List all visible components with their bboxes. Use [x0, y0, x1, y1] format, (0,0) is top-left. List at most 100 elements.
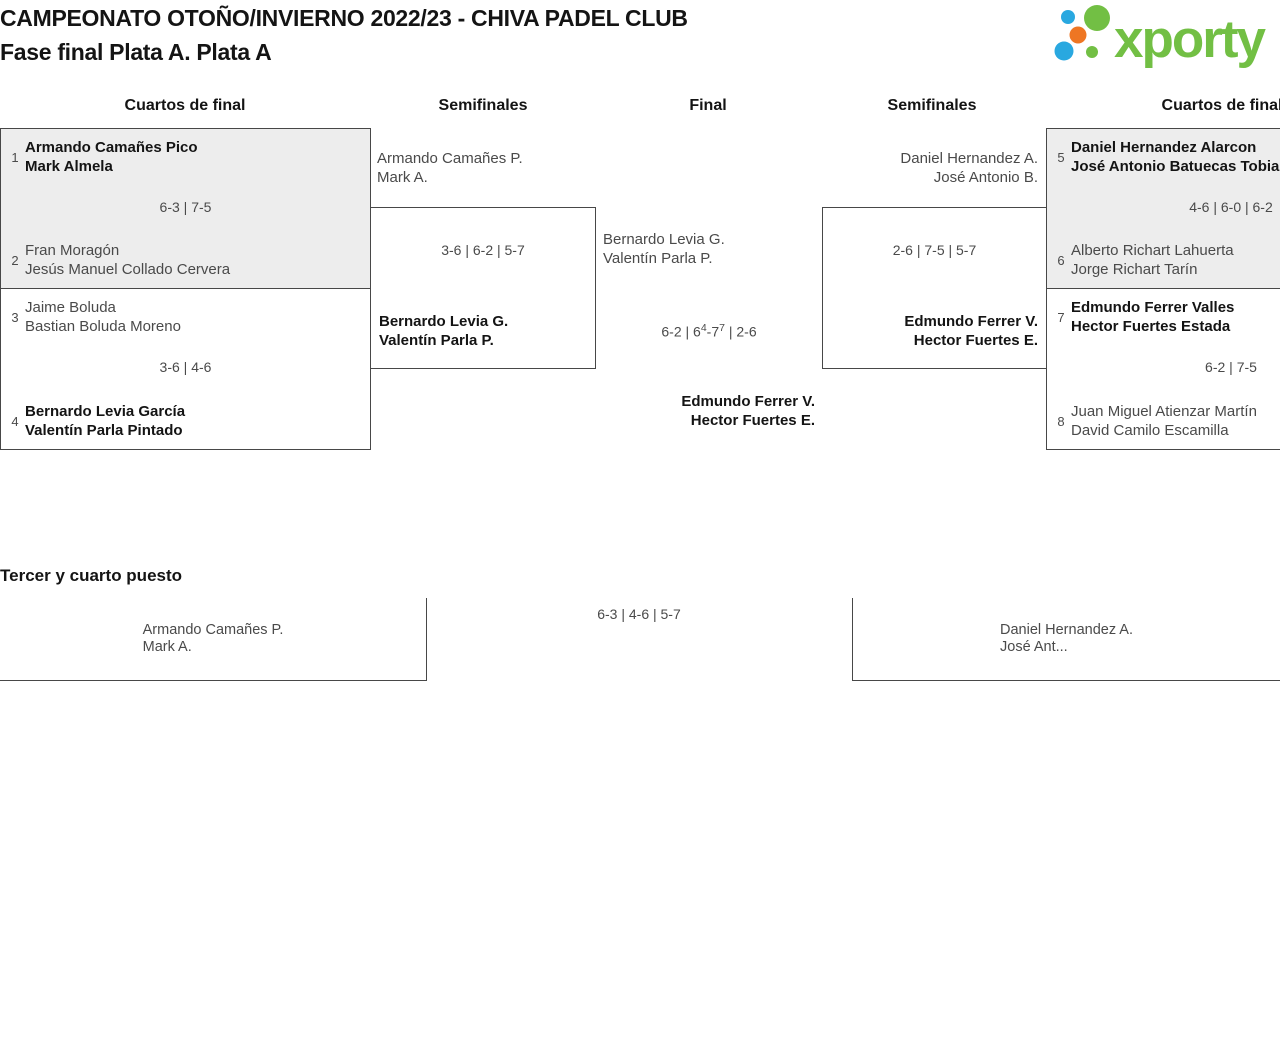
team-names: Fran Moragón Jesús Manuel Collado Cerver… — [25, 241, 230, 279]
team-entry: 5 Daniel Hernandez Alarcon José Antonio … — [1047, 138, 1279, 176]
seed-number: 5 — [1057, 149, 1065, 165]
player-name: Valentín Parla Pintado — [25, 422, 183, 439]
seed-number: 1 — [11, 149, 19, 165]
match-score: 4-6 | 6-0 | 6-2 — [1189, 199, 1273, 215]
match-score: 6-2 | 7-5 — [1205, 359, 1257, 375]
player-name: Armando Camañes Pico — [25, 139, 198, 156]
third-place-score: 6-3 | 4-6 | 5-7 — [597, 606, 681, 622]
round-header-final: Final — [689, 97, 727, 114]
match-box-semifinal-left: 3-6 | 6-2 | 5-7 Bernardo Levia G. Valent… — [370, 207, 596, 369]
logo-wordmark: xporty — [1114, 10, 1267, 69]
player-name: Daniel Hernandez Alarcon — [1071, 139, 1257, 156]
team-entry: 2 Fran Moragón Jesús Manuel Collado Cerv… — [1, 241, 230, 279]
final-score-part: -7 — [706, 323, 720, 340]
round-header-quarterfinals-right: Cuartos de final — [1161, 97, 1280, 114]
player-name: Bernardo Levia García — [25, 403, 186, 420]
team-entry: 4 Bernardo Levia García Valentín Parla P… — [1, 402, 185, 440]
final-score-tiebreak: 4 — [700, 322, 707, 334]
round-header-semifinals-right: Semifinales — [887, 97, 977, 114]
player-name: Bernardo Levia G. — [603, 231, 725, 248]
seed-number: 4 — [11, 413, 19, 429]
xporty-logo[interactable]: xporty — [1044, 0, 1280, 74]
player-name: Edmundo Ferrer V. — [681, 393, 815, 410]
team-names: Alberto Richart Lahuerta Jorge Richart T… — [1071, 241, 1234, 279]
team-names: Edmundo Ferrer Valles Hector Fuertes Est… — [1071, 298, 1234, 336]
final-score: 6-2 | 64-77 | 2-6 — [595, 322, 823, 340]
team-entry: 7 Edmundo Ferrer Valles Hector Fuertes E… — [1047, 298, 1234, 336]
player-name: Hector Fuertes Estada — [1071, 318, 1231, 335]
semifinal-right-top-team: Daniel Hernandez A. José Antonio B. — [900, 149, 1038, 187]
player-name: Alberto Richart Lahuerta — [1071, 242, 1234, 259]
final-winner: Edmundo Ferrer V. Hector Fuertes E. — [681, 392, 815, 430]
final-score-part: | 2-6 — [724, 323, 757, 340]
player-name: Jesús Manuel Collado Cervera — [25, 261, 231, 278]
third-place-heading: Tercer y cuarto puesto — [0, 566, 183, 585]
logo-dot-big-green — [1084, 5, 1110, 31]
team-entry: 3 Jaime Boluda Bastian Boluda Moreno — [1, 298, 181, 336]
third-place-right-team: Daniel Hernandez A. José Ant... — [1000, 622, 1133, 657]
player-name: José Ant... — [1000, 639, 1068, 655]
player-name: Edmundo Ferrer Valles — [1071, 299, 1235, 316]
final-top-team: Bernardo Levia G. Valentín Parla P. — [603, 230, 725, 268]
team-names: Armando Camañes Pico Mark Almela — [25, 138, 198, 176]
match-box-qf4: 7 Edmundo Ferrer Valles Hector Fuertes E… — [1046, 288, 1280, 450]
seed-number: 8 — [1057, 413, 1065, 429]
third-place-right-cell: Daniel Hernandez A. José Ant... — [852, 598, 1280, 681]
team-names: Jaime Boluda Bastian Boluda Moreno — [25, 298, 181, 336]
match-box-qf1: 1 Armando Camañes Pico Mark Almela 6-3 |… — [0, 128, 371, 289]
player-name: Valentín Parla P. — [603, 250, 713, 267]
seed-number: 6 — [1057, 252, 1065, 268]
player-name: Hector Fuertes E. — [913, 332, 1038, 349]
player-name: Mark A. — [142, 639, 192, 655]
semifinal-right-winner: Edmundo Ferrer V. Hector Fuertes E. — [904, 312, 1038, 350]
final-score-part: 6-2 | 6 — [661, 323, 701, 340]
logo-dot-small-blue — [1061, 10, 1075, 24]
match-score: 2-6 | 7-5 | 5-7 — [892, 242, 977, 258]
player-name: Juan Miguel Atienzar Martín — [1071, 403, 1257, 420]
player-name: José Antonio Batuecas Tobia — [1071, 158, 1280, 175]
final-score-tiebreak: 7 — [719, 322, 725, 334]
logo-dot-small-green — [1086, 46, 1098, 58]
team-names: Bernardo Levia García Valentín Parla Pin… — [25, 402, 185, 440]
player-name: Edmundo Ferrer V. — [904, 313, 1038, 330]
round-header-semifinals-left: Semifinales — [438, 97, 528, 114]
semifinal-left-winner: Bernardo Levia G. Valentín Parla P. — [379, 312, 508, 350]
team-entry: 8 Juan Miguel Atienzar Martín David Cami… — [1047, 402, 1257, 440]
player-name: Armando Camañes P. — [142, 621, 284, 638]
team-entry: 1 Armando Camañes Pico Mark Almela — [1, 138, 198, 176]
match-box-qf3: 5 Daniel Hernandez Alarcon José Antonio … — [1046, 128, 1280, 289]
player-name: Mark Almela — [25, 158, 113, 175]
semifinal-left-top-team: Armando Camañes P. Mark A. — [377, 149, 523, 187]
match-score: 3-6 | 6-2 | 5-7 — [441, 242, 525, 258]
player-name: Mark A. — [377, 169, 428, 186]
round-header-quarterfinals-left: Cuartos de final — [124, 97, 246, 114]
player-name: Daniel Hernandez A. — [1000, 621, 1133, 638]
third-place-left-cell: Armando Camañes P. Mark A. — [0, 598, 427, 681]
player-name: Jaime Boluda — [25, 299, 116, 316]
third-place-left-team: Armando Camañes P. Mark A. — [143, 622, 284, 657]
seed-number: 2 — [11, 252, 19, 268]
logo-dot-big-blue — [1054, 41, 1074, 61]
player-name: José Antonio B. — [933, 169, 1038, 186]
match-box-semifinal-right: 2-6 | 7-5 | 5-7 Edmundo Ferrer V. Hector… — [822, 207, 1047, 369]
player-name: Bastian Boluda Moreno — [25, 318, 181, 335]
phase-subtitle: Fase final Plata A. Plata A — [0, 39, 272, 65]
player-name: David Camilo Escamilla — [1071, 422, 1229, 439]
match-score: 3-6 | 4-6 — [159, 359, 212, 375]
seed-number: 3 — [11, 309, 19, 325]
team-names: Juan Miguel Atienzar Martín David Camilo… — [1071, 402, 1257, 440]
match-score: 6-3 | 7-5 — [159, 199, 212, 215]
team-names: Daniel Hernandez Alarcon José Antonio Ba… — [1071, 138, 1279, 176]
player-name: Armando Camañes P. — [377, 150, 523, 167]
page-title: CAMPEONATO OTOÑO/INVIERNO 2022/23 - CHIV… — [0, 1, 688, 69]
player-name: Daniel Hernandez A. — [900, 150, 1038, 167]
seed-number: 7 — [1057, 309, 1065, 325]
logo-dot-orange — [1069, 26, 1087, 44]
tournament-name: CAMPEONATO OTOÑO/INVIERNO 2022/23 - CHIV… — [0, 5, 688, 31]
player-name: Hector Fuertes E. — [690, 412, 815, 429]
player-name: Jorge Richart Tarín — [1071, 261, 1198, 278]
player-name: Bernardo Levia G. — [379, 313, 509, 330]
team-entry: 6 Alberto Richart Lahuerta Jorge Richart… — [1047, 241, 1234, 279]
player-name: Valentín Parla P. — [379, 332, 494, 349]
